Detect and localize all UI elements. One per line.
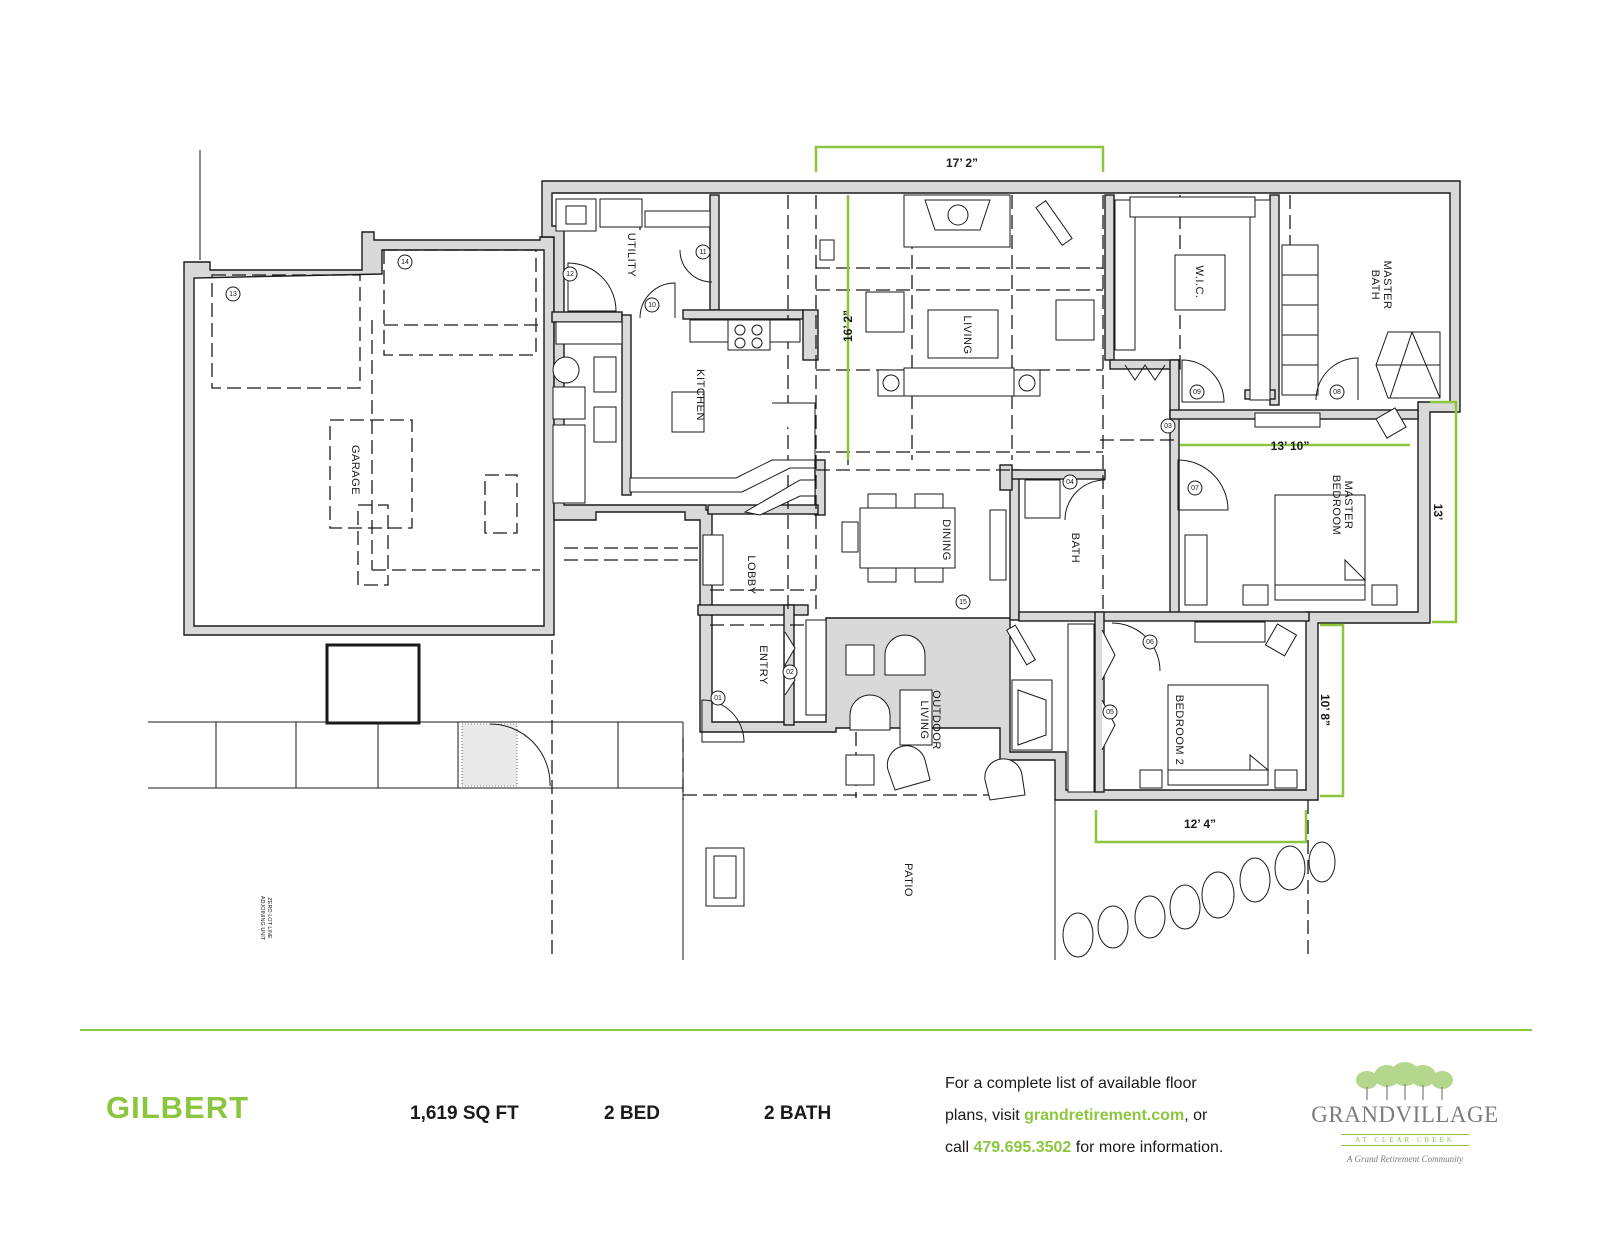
grand-village-logo: GRANDVILLAGE AT CLEAR CREEK A Grand Reti… [1305, 1060, 1505, 1170]
info-line-3-post: for more information. [1071, 1139, 1224, 1156]
room-utility: UTILITY [625, 233, 637, 278]
info-line-3-pre: call [945, 1139, 974, 1156]
marker-06: 06 [1142, 634, 1158, 650]
svg-text:12: 12 [566, 271, 574, 278]
room-master-bath-line1: MASTER [1381, 261, 1393, 310]
svg-text:11: 11 [699, 249, 706, 256]
room-garage: GARAGE [349, 445, 361, 495]
marker-13: 13 [225, 286, 241, 302]
phone-link[interactable]: 479.695.3502 [973, 1139, 1072, 1156]
info-line-1: For a complete list of available floor [945, 1075, 1197, 1092]
spec-beds: 2 BED [604, 1103, 660, 1124]
zero-lot-line-note-2: ADJOINING UNIT [259, 896, 265, 941]
room-living: LIVING [961, 315, 973, 354]
svg-text:02: 02 [786, 669, 794, 676]
info-line-2-pre: plans, visit [945, 1107, 1025, 1124]
marker-15: 15 [955, 594, 971, 610]
dim-bed2-depth: 10’ 8” [1318, 694, 1332, 726]
floor-plan-drawing: 17’ 2” 16’ 2” 13’ 10” 13’ 10’ 8” 12’ 4” … [148, 145, 1461, 960]
logo-name: GRANDVILLAGE [1311, 1102, 1499, 1127]
room-bedroom-2: BEDROOM 2 [1173, 695, 1185, 766]
dim-bed2-width: 12’ 4” [1184, 817, 1216, 831]
svg-text:03: 03 [1164, 423, 1172, 430]
door-markers: 01 02 03 04 05 06 07 08 09 10 11 12 13 1… [225, 244, 1345, 720]
svg-text:10: 10 [648, 302, 656, 309]
room-wic: W.I.C. [1193, 266, 1205, 299]
marker-10: 10 [644, 297, 660, 313]
marker-02: 02 [782, 664, 798, 680]
marker-04: 04 [1062, 474, 1078, 490]
dim-master-width: 13’ 10” [1271, 439, 1310, 453]
plan-name: GILBERT [106, 1090, 250, 1125]
marker-03: 03 [1160, 418, 1176, 434]
marker-12: 12 [562, 266, 578, 282]
door-swings [567, 249, 1359, 743]
room-lobby: LOBBY [745, 555, 757, 594]
marker-14: 14 [397, 254, 413, 270]
logo-subtitle: AT CLEAR CREEK [1341, 1134, 1469, 1146]
svg-text:14: 14 [401, 259, 409, 266]
dimension-lines [814, 145, 1458, 844]
info-line-2-post: , or [1184, 1107, 1208, 1124]
info-line-3: call 479.695.3502 for more information. [945, 1132, 1305, 1164]
marker-05: 05 [1102, 704, 1118, 720]
footer-divider [80, 1029, 1532, 1031]
room-kitchen: KITCHEN [694, 369, 706, 421]
dim-living-depth: 16’ 2” [841, 310, 855, 342]
stepping-stones [1062, 841, 1336, 958]
svg-text:15: 15 [959, 599, 967, 606]
room-outdoor-living-line2: LIVING [918, 700, 930, 739]
zero-lot-line-note-1: ZERO LOT LINE [266, 897, 272, 938]
dim-living-width: 17’ 2” [946, 156, 978, 170]
contact-info: For a complete list of available floor p… [945, 1068, 1305, 1164]
website-link[interactable]: grandretirement.com [1024, 1107, 1185, 1124]
info-line-2: plans, visit grandretirement.com, or [945, 1100, 1305, 1132]
svg-text:08: 08 [1333, 389, 1341, 396]
tree-logo-icon [1356, 1062, 1453, 1100]
marker-07: 07 [1187, 480, 1203, 496]
room-entry: ENTRY [757, 645, 769, 685]
svg-text:13: 13 [229, 291, 237, 298]
room-labels: GARAGE UTILITY KITCHEN LIVING DINING LOB… [259, 233, 1393, 941]
marker-08: 08 [1329, 384, 1345, 400]
spec-baths: 2 BATH [764, 1103, 832, 1124]
svg-text:04: 04 [1066, 479, 1074, 486]
room-bath: BATH [1069, 533, 1081, 564]
dim-master-depth: 13’ [1431, 504, 1445, 521]
spec-sqft: 1,619 SQ FT [410, 1103, 519, 1124]
room-master-bedroom-line1: MASTER [1342, 481, 1354, 530]
room-master-bedroom-line2: BEDROOM [1330, 475, 1342, 535]
marker-01: 01 [710, 690, 726, 706]
svg-text:06: 06 [1146, 639, 1154, 646]
svg-text:05: 05 [1106, 709, 1114, 716]
svg-text:01: 01 [714, 695, 722, 702]
room-master-bath-line2: BATH [1369, 270, 1381, 301]
marker-11: 11 [695, 244, 711, 260]
room-patio: PATIO [902, 863, 914, 897]
marker-09: 09 [1189, 384, 1205, 400]
logo-tagline: A Grand Retirement Community [1346, 1154, 1464, 1164]
room-dining: DINING [940, 519, 952, 561]
svg-text:07: 07 [1191, 485, 1199, 492]
dimension-labels: 17’ 2” 16’ 2” 13’ 10” 13’ 10’ 8” 12’ 4” [841, 156, 1445, 831]
furniture [552, 194, 1441, 907]
svg-text:09: 09 [1193, 389, 1201, 396]
garage [183, 231, 555, 725]
room-outdoor-living-line1: OUTDOOR [930, 690, 942, 750]
